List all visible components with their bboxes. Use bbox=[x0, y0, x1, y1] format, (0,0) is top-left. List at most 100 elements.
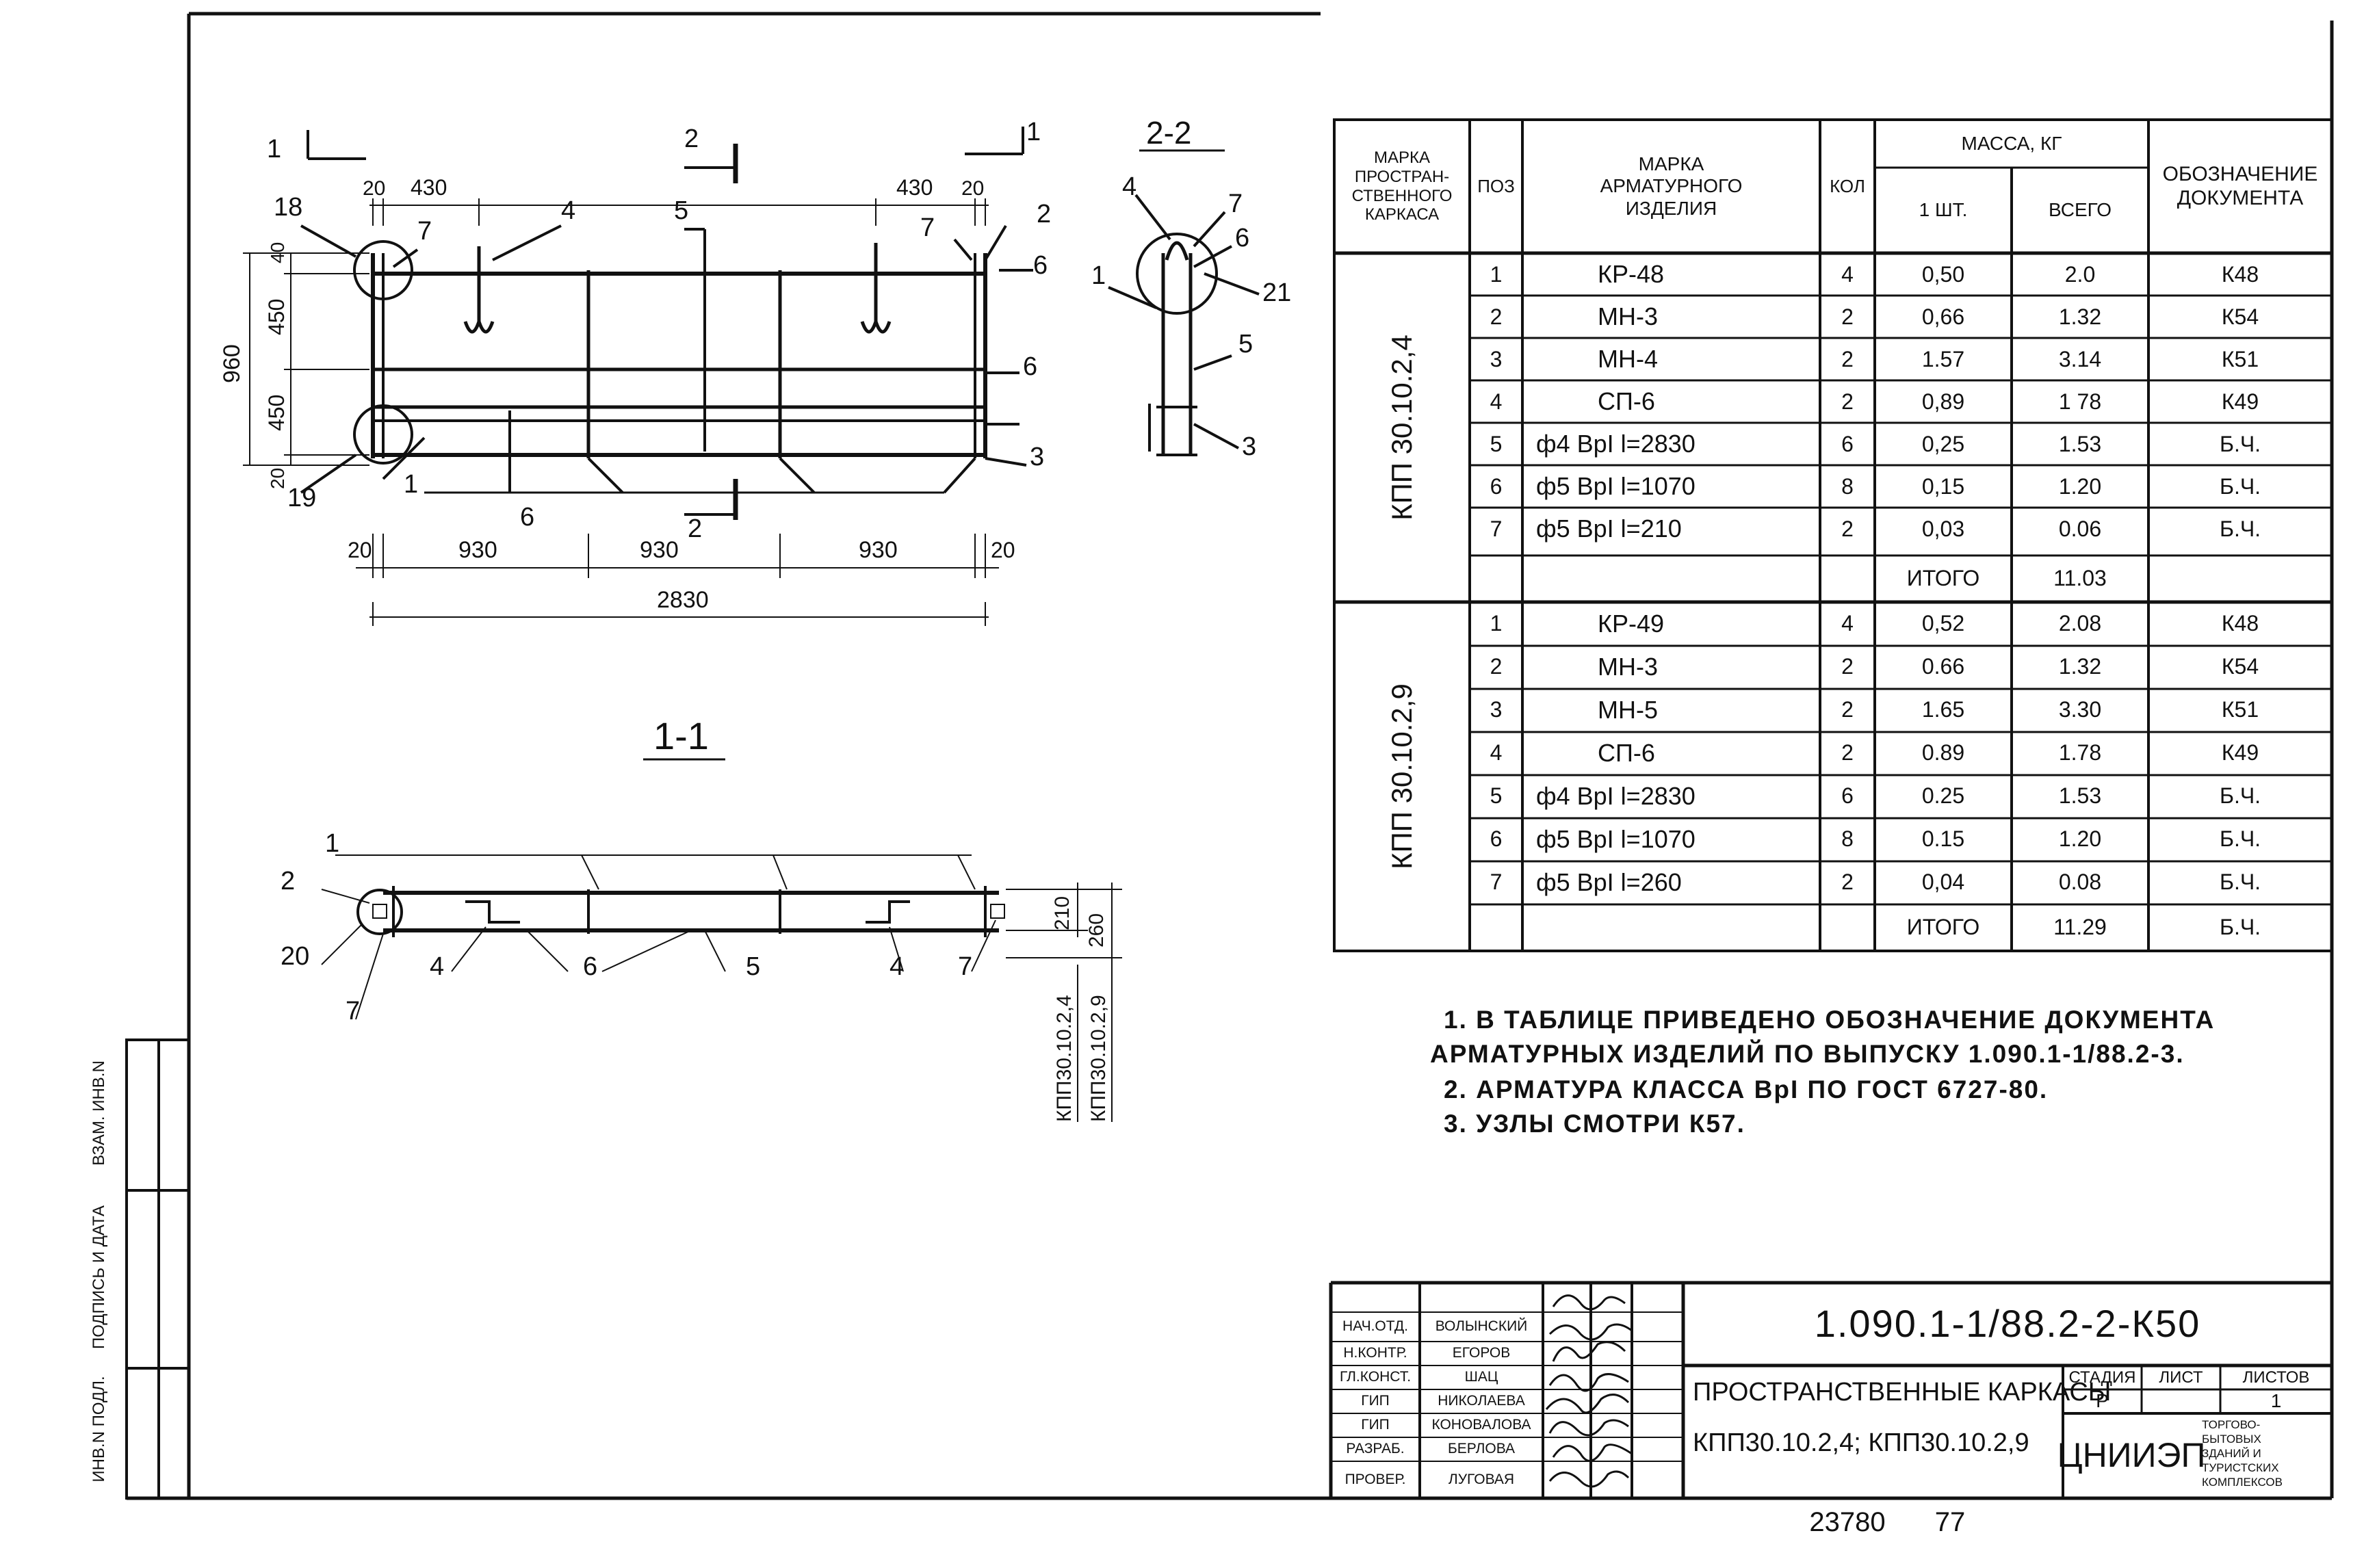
document-code: 1.090.1-1/88.2-2-К50 bbox=[1814, 1302, 2201, 1346]
header-mass-total: ВСЕГО bbox=[2048, 199, 2112, 221]
header-frame-mark: МАРКА ПРОСТРАН-СТВЕННОГО КАРКАСА bbox=[1351, 148, 1453, 224]
cell-item: ф5 ВрI l=210 bbox=[1536, 514, 1682, 543]
stamp-inv-podl: ИНВ.N ПОДЛ. bbox=[90, 1376, 108, 1482]
dim-top-2: 430 bbox=[896, 175, 933, 200]
cell-mass-total: 2.0 bbox=[2064, 261, 2096, 287]
header-doc: ОБОЗНАЧЕНИЕ ДОКУМЕНТА bbox=[2162, 163, 2318, 209]
cell-pos: 2 bbox=[1490, 304, 1503, 329]
footer-page: 77 bbox=[1934, 1507, 1966, 1537]
cell-doc: Б.Ч. bbox=[2219, 473, 2261, 499]
cell-mass-one: 0,04 bbox=[1921, 870, 1965, 895]
cell-item: СП-6 bbox=[1598, 387, 1655, 416]
cell-mass-one: 0,89 bbox=[1921, 389, 1965, 414]
role-label: Н.КОНТР. bbox=[1343, 1345, 1407, 1361]
signatures bbox=[1545, 1294, 1633, 1488]
cut-mark-2-top: 2 bbox=[684, 125, 699, 153]
cell-mass-total: 0.08 bbox=[2058, 870, 2102, 895]
cell-qty: 2 bbox=[1841, 304, 1854, 329]
cell-doc: К54 bbox=[2221, 654, 2259, 679]
cell-pos: 1 bbox=[1490, 261, 1503, 287]
cell-pos: 3 bbox=[1490, 346, 1503, 371]
dim-left-450a: 450 bbox=[264, 299, 289, 335]
dim-bottom-1: 930 bbox=[458, 537, 497, 563]
person-name: ЛУГОВАЯ bbox=[1448, 1471, 1515, 1487]
dim-bottom-4: 20 bbox=[991, 538, 1015, 562]
plan-view bbox=[243, 127, 1033, 626]
person-name: КОНОВАЛОВА bbox=[1431, 1417, 1531, 1433]
callout-6c: 6 bbox=[520, 503, 534, 532]
cell-doc: Б.Ч. bbox=[2219, 431, 2261, 456]
sheet-value bbox=[2142, 1389, 2220, 1413]
stage-value: Р bbox=[2096, 1390, 2109, 1412]
cut-mark-1-right: 1 bbox=[1026, 118, 1041, 146]
s22-callout-7: 7 bbox=[1228, 190, 1243, 218]
person-name: ШАЦ bbox=[1464, 1369, 1498, 1385]
cell-mass-total: 1.78 bbox=[2058, 740, 2102, 766]
sheet-label: ЛИСТ bbox=[2159, 1368, 2203, 1387]
section-1-1 bbox=[321, 758, 1122, 1122]
role-label: РАЗРАБ. bbox=[1346, 1441, 1405, 1457]
callout-7a: 7 bbox=[417, 217, 432, 246]
cell-item: ф5 ВрI l=1070 bbox=[1536, 824, 1696, 853]
cell-mass-one: 0,50 bbox=[1921, 261, 1965, 287]
role-label: ПРОВЕР. bbox=[1345, 1471, 1406, 1487]
callout-7b: 7 bbox=[920, 213, 935, 242]
cell-item: КР-48 bbox=[1598, 260, 1665, 289]
dim-top-0: 20 bbox=[363, 177, 385, 200]
footer-number: 23780 bbox=[1809, 1507, 1886, 1537]
org-desc-line: БЫТОВЫХ bbox=[2202, 1433, 2261, 1446]
dim-left-20: 20 bbox=[267, 468, 288, 489]
cell-mass-total: 3.30 bbox=[2058, 697, 2102, 722]
cell-item: СП-6 bbox=[1598, 738, 1655, 767]
s11-callout-7a: 7 bbox=[346, 997, 360, 1025]
s22-callout-5: 5 bbox=[1238, 330, 1253, 358]
cell-mass-total: 1.32 bbox=[2058, 654, 2102, 679]
cell-pos: 3 bbox=[1490, 697, 1503, 722]
group-mark-24: КПП 30.10.2,4 bbox=[1386, 335, 1418, 521]
cell-mass-one: 0.25 bbox=[1921, 783, 1965, 809]
cell-pos: 6 bbox=[1490, 826, 1503, 852]
sheets-label: ЛИСТОВ bbox=[2242, 1368, 2310, 1387]
cell-pos: 4 bbox=[1490, 389, 1503, 414]
cell-mass-one: 0.66 bbox=[1921, 654, 1965, 679]
cell-qty: 6 bbox=[1841, 783, 1854, 809]
sheets-value: 1 bbox=[2270, 1390, 2282, 1412]
cell-pos: 5 bbox=[1490, 783, 1503, 809]
s22-callout-6: 6 bbox=[1235, 224, 1249, 252]
s22-callout-21: 21 bbox=[1262, 278, 1291, 307]
dim-top-3: 20 bbox=[961, 177, 984, 200]
callout-4: 4 bbox=[561, 196, 575, 225]
dim-total: 2830 bbox=[657, 587, 709, 613]
cell-qty: 4 bbox=[1841, 261, 1854, 287]
title-block-grid bbox=[1329, 1281, 2332, 1498]
section-title-1-1: 1-1 bbox=[653, 714, 709, 757]
cell-total-doc bbox=[2148, 556, 2332, 601]
callout-1: 1 bbox=[404, 470, 418, 499]
dim-top-1: 430 bbox=[411, 175, 447, 200]
group-mark-29: КПП 30.10.2,9 bbox=[1386, 683, 1418, 870]
cell-doc: Б.Ч. bbox=[2219, 870, 2261, 895]
note-2: 2. АРМАТУРА КЛАССА ВрI ПО ГОСТ 6727-80. bbox=[1444, 1075, 2049, 1103]
cell-item: ф5 ВрI l=260 bbox=[1536, 867, 1682, 896]
s11-callout-2: 2 bbox=[281, 867, 295, 896]
cell-pos: 6 bbox=[1490, 473, 1503, 499]
cut-mark-1-left: 1 bbox=[267, 135, 281, 164]
person-name: НИКОЛАЕВА bbox=[1438, 1393, 1525, 1409]
cell-doc: К51 bbox=[2221, 346, 2259, 371]
note-1-cont: АРМАТУРНЫХ ИЗДЕЛИЙ ПО ВЫПУСКУ 1.090.1-1/… bbox=[1430, 1040, 2185, 1068]
cell-total: 11.03 bbox=[2053, 565, 2107, 590]
cell-doc: К48 bbox=[2221, 261, 2259, 287]
cell-mass-total: 1.20 bbox=[2058, 826, 2102, 852]
org-desc-line: КОМПЛЕКСОВ bbox=[2202, 1476, 2283, 1489]
header-item: МАРКА АРМАТУРНОГО ИЗДЕЛИЯ bbox=[1600, 153, 1743, 219]
cell-qty: 8 bbox=[1841, 473, 1854, 499]
cell-qty: 2 bbox=[1841, 740, 1854, 766]
cell-item: КР-49 bbox=[1598, 609, 1665, 638]
callout-5: 5 bbox=[674, 196, 688, 225]
cell-item: ф5 ВрI l=1070 bbox=[1536, 472, 1696, 501]
cell-mass-total: 1.20 bbox=[2058, 473, 2102, 499]
stamp-sign-date: ПОДПИСЬ И ДАТА bbox=[90, 1205, 108, 1350]
role-label: ГИП bbox=[1361, 1417, 1390, 1433]
s22-callout-1: 1 bbox=[1091, 261, 1106, 290]
person-name: ВОЛЫНСКИЙ bbox=[1435, 1318, 1528, 1335]
